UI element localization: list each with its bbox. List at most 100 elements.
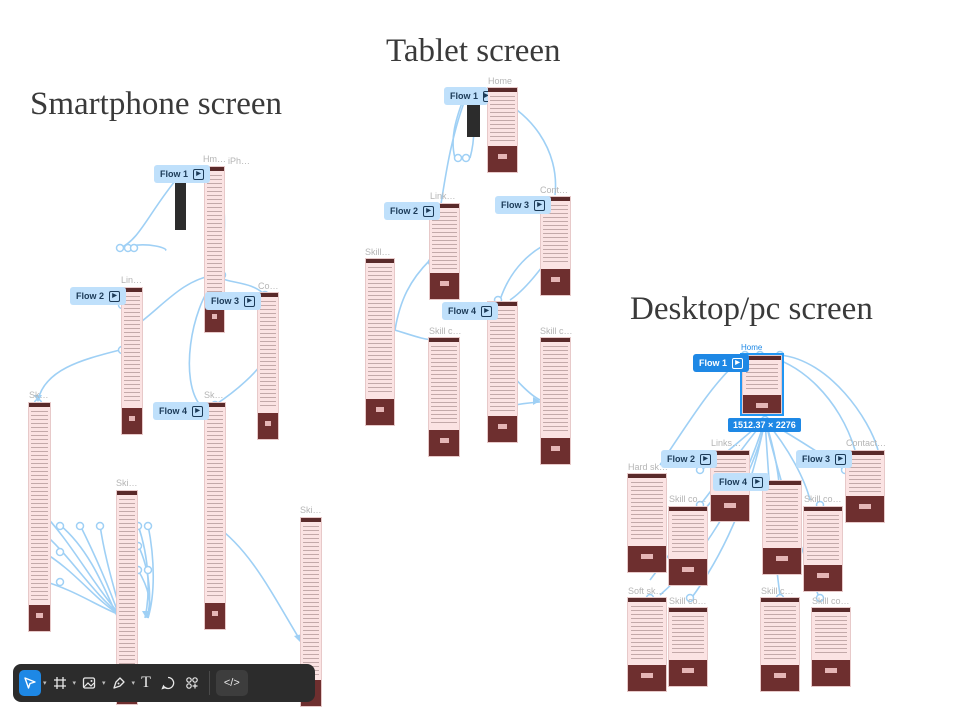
frame-label[interactable]: Skill co…	[812, 596, 850, 606]
frame-label[interactable]: Skill c…	[761, 586, 794, 596]
desktop-soft-skills-frame[interactable]	[627, 597, 667, 692]
chevron-down-icon[interactable]: ▾	[43, 680, 47, 687]
flow-start-chip[interactable]: Flow 2▶	[661, 450, 718, 468]
play-icon[interactable]: ▶	[193, 168, 205, 180]
phone-links-frame[interactable]	[121, 287, 143, 435]
flow-start-chip[interactable]: Flow 1 ▶	[154, 165, 211, 183]
frame-label[interactable]: Cont…	[540, 185, 569, 195]
desktop-hard-skills-frame[interactable]	[627, 473, 667, 573]
play-icon[interactable]: ▶	[700, 453, 712, 465]
play-icon[interactable]: ▶	[423, 205, 435, 217]
flow-label: Flow 2	[76, 291, 105, 301]
play-icon[interactable]: ▶	[835, 453, 847, 465]
chevron-down-icon[interactable]: ▾	[72, 680, 77, 687]
frame-label[interactable]: Sk…	[29, 390, 49, 400]
flow-start-chip[interactable]: Flow 1 ▶	[693, 354, 750, 372]
flow-start-chip[interactable]: Flow 3 ▶	[495, 196, 552, 214]
comment-tool-button[interactable]	[157, 670, 179, 696]
frame-label[interactable]: Ski…	[300, 505, 322, 515]
flow-label: Flow 1	[699, 358, 728, 368]
chevron-down-icon[interactable]: ▾	[131, 680, 136, 687]
phone-skill-frame-2[interactable]	[204, 402, 226, 630]
flow-start-chip[interactable]: Flow 1▶	[444, 87, 488, 105]
play-icon[interactable]: ▶	[732, 357, 744, 369]
flow-label: Flow 1	[160, 169, 189, 179]
flow-label: Flow 4	[159, 406, 188, 416]
tablet-skill-frame-2[interactable]	[487, 301, 518, 443]
flow-start-chip[interactable]: Flow 2 ▶	[70, 287, 127, 305]
frame-label[interactable]: Contact…	[846, 438, 887, 448]
flow-start-chip[interactable]: Flow 4 ▶	[442, 302, 499, 320]
chevron-down-icon[interactable]: ▾	[102, 680, 106, 687]
image-tool-icon	[82, 677, 96, 689]
tablet-home-frame[interactable]	[487, 87, 518, 173]
flow-start-chip[interactable]: Flow 2▶	[384, 202, 441, 220]
desktop-skill-frame-4[interactable]	[668, 607, 708, 687]
phone-contact-frame[interactable]	[257, 292, 279, 440]
frame-label[interactable]: Soft sk…	[628, 586, 665, 596]
play-icon[interactable]: ▶	[481, 305, 493, 317]
flow-label: Flow 3	[501, 200, 530, 210]
play-icon[interactable]: ▶	[192, 405, 204, 417]
frame-tool-icon	[53, 677, 66, 689]
flow-start-chip[interactable]: Flow 4 ▶	[713, 473, 770, 491]
frame-label[interactable]: Ski…	[116, 478, 138, 488]
actions-button[interactable]	[181, 670, 203, 696]
frame-label[interactable]: Skill c…	[540, 326, 573, 336]
play-icon[interactable]: ▶	[752, 476, 764, 488]
tablet-links-frame[interactable]	[429, 203, 460, 300]
flow-label: Flow 3	[802, 454, 831, 464]
flow-label: Flow 4	[448, 306, 477, 316]
frame-label[interactable]: Hard sk…	[628, 462, 669, 472]
frame-label[interactable]: Links…	[711, 438, 742, 448]
tablet-skill-frame-1[interactable]	[365, 258, 395, 426]
desktop-skill-frame-6[interactable]	[811, 607, 851, 687]
flow-start-chip[interactable]: Flow 4 ▶	[153, 402, 210, 420]
frame-label[interactable]: Skill co…	[804, 494, 842, 504]
bottom-toolbar: ▾ ▾ ▾ ▾ T </>	[13, 664, 315, 702]
tablet-skill-frame-3[interactable]	[428, 337, 460, 457]
image-tool-button[interactable]	[78, 670, 100, 696]
frame-label[interactable]: Home	[741, 343, 763, 352]
phone-home-frame[interactable]	[204, 166, 225, 333]
pen-tool-button[interactable]	[108, 670, 130, 696]
phone-skill-frame-3[interactable]	[116, 490, 138, 705]
flow-label: Flow 3	[211, 296, 240, 306]
frame-tool-button[interactable]	[49, 670, 71, 696]
play-icon[interactable]: ▶	[483, 90, 488, 102]
phone-splash-frame[interactable]	[175, 182, 186, 230]
flow-label: Flow 4	[719, 477, 748, 487]
toolbar-divider	[208, 671, 210, 695]
tablet-skill-frame-4[interactable]	[540, 337, 571, 465]
frame-label[interactable]: Sk…	[204, 390, 224, 400]
frame-label[interactable]: Co…	[258, 281, 279, 291]
tablet-heading: Tablet screen	[386, 33, 561, 69]
frame-label[interactable]: iPh…	[228, 156, 251, 166]
frame-label[interactable]: Skill co…	[669, 596, 707, 606]
text-tool-button[interactable]: T	[137, 670, 155, 696]
dev-mode-toggle[interactable]: </>	[215, 670, 248, 696]
flow-start-chip[interactable]: Flow 3 ▶	[796, 450, 853, 468]
flow-start-chip[interactable]: Flow 3 ▶	[205, 292, 262, 310]
text-tool-icon: T	[141, 674, 151, 691]
desktop-heading: Desktop/pc screen	[630, 291, 873, 327]
desktop-skill-frame-5[interactable]	[760, 597, 800, 692]
frame-label[interactable]: Skill…	[365, 247, 391, 257]
desktop-skill-frame-2[interactable]	[762, 480, 802, 575]
play-icon[interactable]: ▶	[109, 290, 121, 302]
frame-label[interactable]: Link…	[430, 191, 456, 201]
frame-label[interactable]: Skill c…	[429, 326, 462, 336]
frame-label[interactable]: Skill co…	[669, 494, 707, 504]
desktop-skill-frame-1[interactable]	[668, 506, 708, 586]
desktop-skill-frame-3[interactable]	[803, 506, 843, 592]
frame-label[interactable]: Home	[488, 76, 513, 86]
code-icon: </>	[223, 677, 240, 689]
play-icon[interactable]: ▶	[534, 199, 546, 211]
tablet-splash-frame[interactable]	[467, 100, 480, 137]
phone-skill-frame-1[interactable]	[28, 402, 51, 632]
frame-label[interactable]: Lin…	[121, 275, 143, 285]
actions-icon	[186, 677, 198, 689]
move-tool-button[interactable]	[19, 670, 41, 696]
frame-label[interactable]: Hm…	[203, 154, 226, 164]
play-icon[interactable]: ▶	[244, 295, 256, 307]
